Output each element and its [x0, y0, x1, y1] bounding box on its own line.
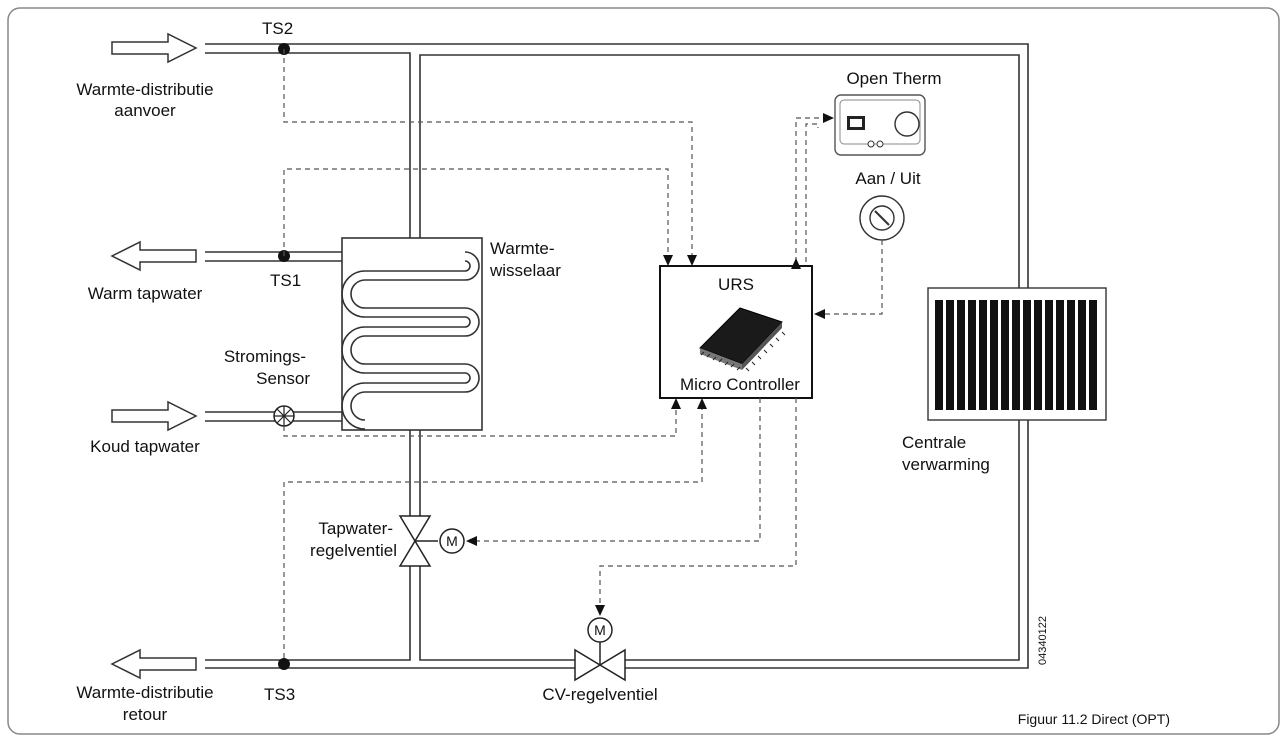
diagram-frame	[7, 7, 1280, 735]
warm-tap-label: Warm tapwater	[88, 284, 203, 303]
on-off-switch-icon	[859, 195, 905, 241]
cv-valve-icon	[574, 617, 626, 682]
radiator-fin	[990, 300, 998, 410]
drawing-code-label: 04340122	[1037, 616, 1049, 665]
supply-in-arrow	[111, 32, 198, 64]
heat-exchanger	[341, 237, 483, 431]
ts3-label: TS3	[264, 685, 295, 704]
radiator-fin	[1056, 300, 1064, 410]
warm-tap-out-arrow	[110, 240, 197, 272]
micro-controller-label: Micro Controller	[680, 375, 800, 394]
radiator-fin	[935, 300, 943, 410]
return-out-arrow	[110, 648, 197, 680]
open-therm-label: Open Therm	[846, 69, 941, 88]
central-heating-label-line1: Centrale	[902, 433, 966, 452]
radiator-fin	[1067, 300, 1075, 410]
radiator-fin	[1078, 300, 1086, 410]
cold-tap-label: Koud tapwater	[90, 437, 200, 456]
urs-controller	[659, 265, 813, 399]
central-heating-label-line2: verwarming	[902, 455, 990, 474]
radiator-fin	[1045, 300, 1053, 410]
radiator-fin	[1034, 300, 1042, 410]
flow-sensor-icon	[273, 405, 295, 427]
tapwater-motor-label: M	[446, 533, 458, 549]
figure-caption: Figuur 11.2 Direct (OPT)	[1018, 711, 1170, 727]
urs-label: URS	[718, 275, 754, 294]
radiator-fin	[979, 300, 987, 410]
radiator-fin	[968, 300, 976, 410]
ts2-label: TS2	[262, 19, 293, 38]
return-label-line1: Warmte-distributie	[76, 683, 213, 702]
radiator-fin	[957, 300, 965, 410]
ts1-label: TS1	[270, 271, 301, 290]
return-label-line2: retour	[123, 705, 168, 724]
on-off-label: Aan / Uit	[855, 169, 920, 188]
signal-lines	[283, 49, 883, 658]
heat-exchanger-label-line2: wisselaar	[489, 261, 561, 280]
supply-label-line2: aanvoer	[114, 101, 176, 120]
flow-arrows	[110, 32, 198, 680]
cold-tap-in-arrow	[111, 400, 198, 432]
flow-sensor-label-line1: Stromings-	[224, 347, 306, 366]
tapwater-valve-label-line1: Tapwater-	[318, 519, 393, 538]
signal-arrowheads	[466, 113, 834, 616]
radiator-fin	[1012, 300, 1020, 410]
ts3-sensor-dot	[278, 658, 290, 670]
radiator-icon	[927, 287, 1107, 421]
radiator-fin	[1001, 300, 1009, 410]
tapwater-valve-icon	[398, 515, 465, 567]
chip-icon	[699, 307, 786, 372]
radiator-fin	[946, 300, 954, 410]
radiator-fin	[1089, 300, 1097, 410]
flow-sensor-label-line2: Sensor	[256, 369, 310, 388]
supply-label-line1: Warmte-distributie	[76, 80, 213, 99]
cv-motor-label: M	[594, 622, 606, 638]
cv-valve-label: CV-regelventiel	[542, 685, 657, 704]
tapwater-valve-label-line2: regelventiel	[310, 541, 397, 560]
thermostat-icon	[834, 94, 926, 156]
heat-exchanger-label-line1: Warmte-	[490, 239, 555, 258]
radiator-fin	[1023, 300, 1031, 410]
